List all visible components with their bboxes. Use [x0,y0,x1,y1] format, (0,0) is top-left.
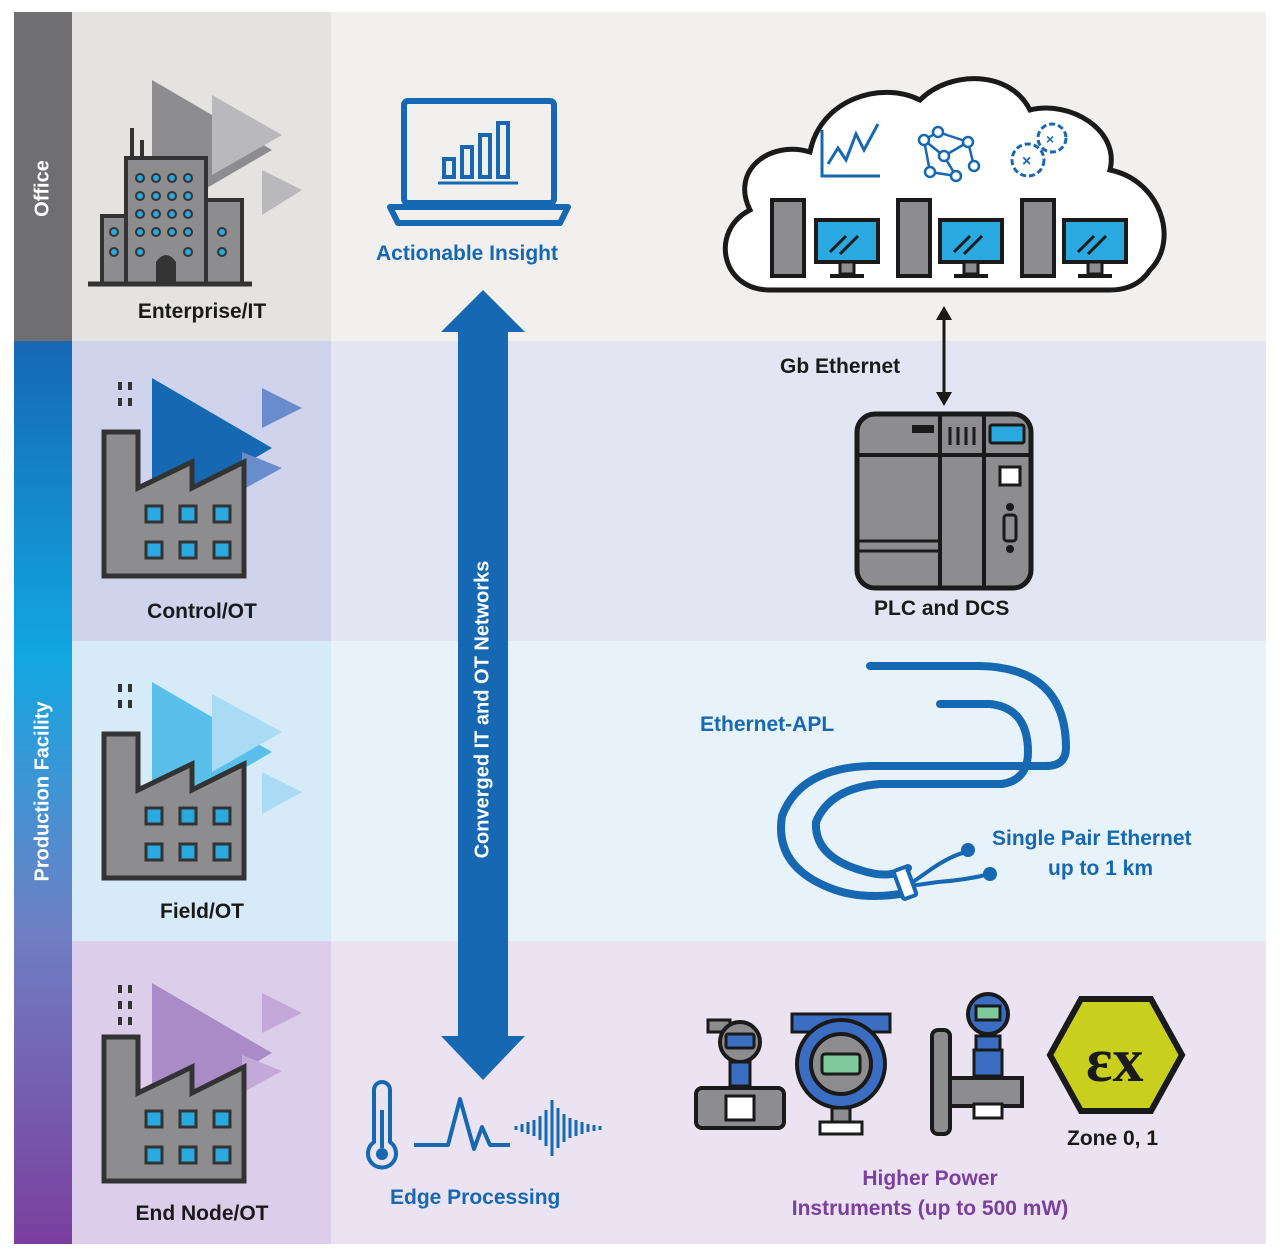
endnode-factory-icon [101,983,302,1184]
pressure-transmitter-icon [790,1012,892,1136]
side-label-production: Production Facility [31,701,54,882]
gb-ethernet-arrow [936,306,952,406]
side-bar-office [14,12,72,341]
gb-ethernet-label: Gb Ethernet [780,355,901,378]
field-factory-icon [101,682,302,881]
thermometer-icon [366,1080,398,1170]
tier-label-enterprise: Enterprise/IT [137,300,267,323]
zone-label: Zone 0, 1 [1067,1127,1159,1150]
audio-waveform-icon [514,1100,602,1156]
svg-text:×: × [1046,131,1054,147]
spe-label-line2: up to 1 km [1048,857,1154,880]
tier-label-field: Field/OT [160,900,244,923]
svg-text:×: × [1022,153,1031,170]
converged-networks-label: Converged IT and OT Networks [471,560,494,859]
side-label-office: Office [31,160,54,217]
higher-power-line1: Higher Power [862,1167,998,1190]
spe-label-line1: Single Pair Ethernet [992,827,1192,850]
control-factory-icon [101,378,302,579]
edge-processing-label: Edge Processing [390,1186,561,1209]
ex-mark-text: εx [1086,1027,1144,1095]
ex-hazard-icon: εx [1046,996,1186,1114]
ethernet-apl-label: Ethernet-APL [700,713,835,736]
plc-controller-icon [854,411,1034,591]
tier-label-control: Control/OT [147,600,257,623]
converged-double-arrow [441,290,525,1080]
level-transmitter-icon [930,992,1024,1136]
plc-dcs-label: PLC and DCS [874,597,1010,620]
flow-meter-icon [694,1018,786,1130]
cloud-computing-icon: × × [722,76,1167,293]
signal-spike-icon [414,1097,510,1151]
side-bar-production [14,341,72,1244]
single-pair-ethernet-cable [777,662,1071,901]
office-building-icon [88,80,302,287]
actionable-insight-label: Actionable Insight [376,242,559,265]
tier-label-endnode: End Node/OT [135,1202,269,1225]
laptop-chart-icon [387,98,571,226]
higher-power-line2: Instruments (up to 500 mW) [791,1197,1069,1220]
